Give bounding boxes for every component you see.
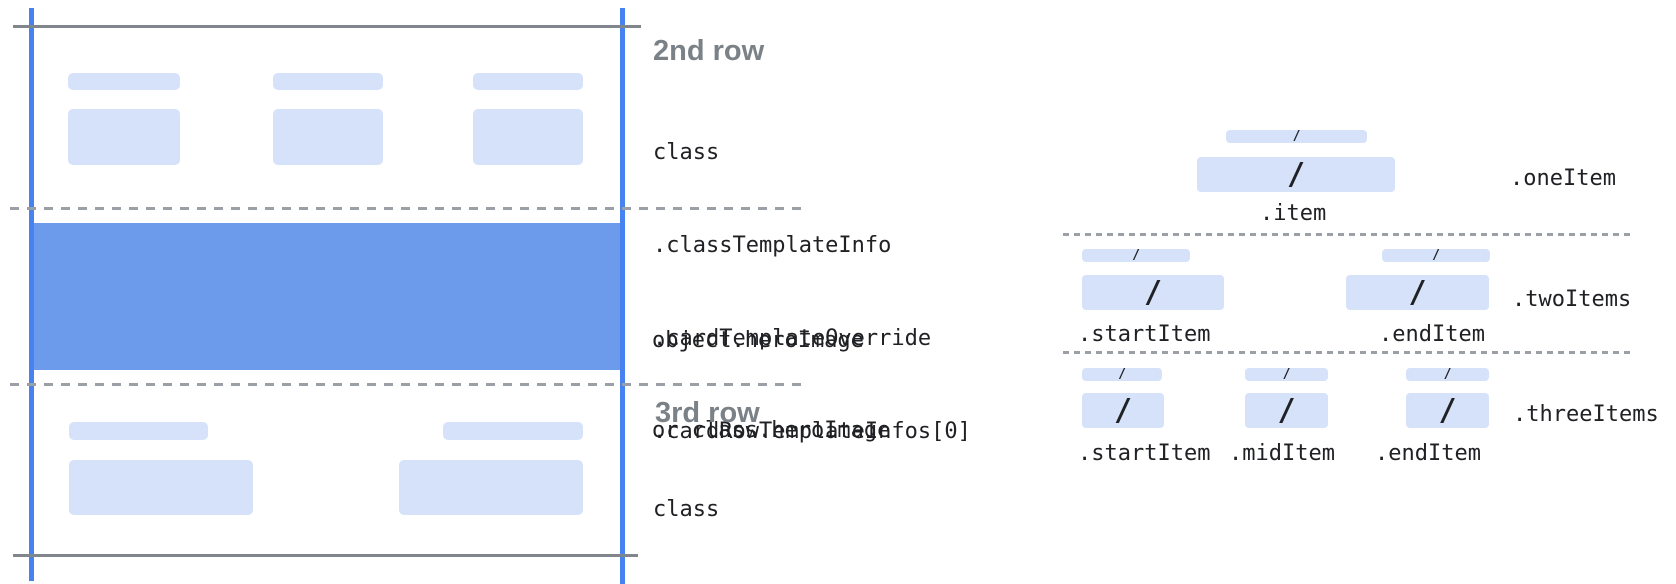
field-label-placeholder [68,73,180,90]
start-item-label: .startItem [1078,441,1211,466]
field-label-placeholder [69,422,208,440]
field-value-placeholder [68,109,180,165]
item-value-bar: / [1197,157,1395,192]
code-line: class [653,140,720,165]
item-value-bar: / [1082,275,1224,310]
row2-hero-divider-dashed-line [10,207,806,210]
field-value-placeholder [273,109,383,165]
field-label-placeholder [473,73,583,90]
item-value-bar: / [1082,393,1164,428]
slash-separator: / [1277,392,1296,428]
slash-separator: / [1408,274,1427,310]
code-line: .cardTemplateOverride [653,326,932,351]
field-label-placeholder [443,422,583,440]
item-value-bar: / [1245,393,1328,428]
hero-row3-divider-dashed-line [10,383,806,386]
field-value-placeholder [69,460,253,515]
code-line: .classTemplateInfo [653,233,892,258]
row2-heading: 2nd row [653,35,765,67]
card-left-boundary-line [29,8,34,581]
code-line: object.heroImage [652,328,864,353]
item-label-bar: / [1406,368,1489,381]
card-bottom-line [13,554,638,557]
item-label-bar: / [1226,130,1367,143]
slash-separator: / [1143,274,1163,310]
one-two-divider-dotted-line [1063,233,1630,236]
item-label-bar: / [1245,368,1328,381]
row3-path-lines: class .classTemplateInfo .cardTemplateOv… [653,435,971,584]
slash-separator: / [1118,367,1126,382]
start-item-label: .startItem [1078,322,1211,347]
code-line: class [653,497,720,522]
hero-path-lines: object.heroImage or class.heroImage [652,266,890,506]
slash-separator: / [1443,367,1452,382]
two-three-divider-dotted-line [1063,351,1630,354]
three-items-label: .threeItems [1513,402,1659,427]
one-item-label: .oneItem [1510,166,1616,191]
item-anchor-label: .item [1260,201,1327,226]
slash-separator: / [1438,392,1457,428]
slash-separator: / [1432,248,1440,263]
card-right-boundary-line [620,8,625,584]
slash-separator: / [1282,367,1291,382]
end-item-label: .endItem [1379,322,1485,347]
field-label-placeholder [273,73,383,90]
code-line: .cardRowTemplateInfos[0] [653,419,971,444]
two-items-label: .twoItems [1512,287,1632,312]
row2-path-lines: class .classTemplateInfo .cardTemplateOv… [653,75,971,509]
field-value-placeholder [473,109,583,165]
slash-separator: / [1286,156,1306,192]
item-label-bar: / [1382,249,1490,262]
item-label-bar: / [1082,249,1190,262]
card-top-line [13,25,641,28]
code-line: or class.heroImage [652,418,891,443]
item-value-bar: / [1406,393,1489,428]
end-item-label: .endItem [1375,441,1481,466]
field-value-placeholder [399,460,583,515]
mid-item-label: .midItem [1229,441,1335,466]
item-label-bar: / [1082,368,1162,381]
hero-image-band [34,223,620,370]
item-value-bar: / [1346,275,1489,310]
slash-separator: / [1292,129,1301,144]
slash-separator: / [1113,392,1133,428]
row3-heading: 3rd row [655,397,760,429]
slash-separator: / [1132,248,1140,263]
